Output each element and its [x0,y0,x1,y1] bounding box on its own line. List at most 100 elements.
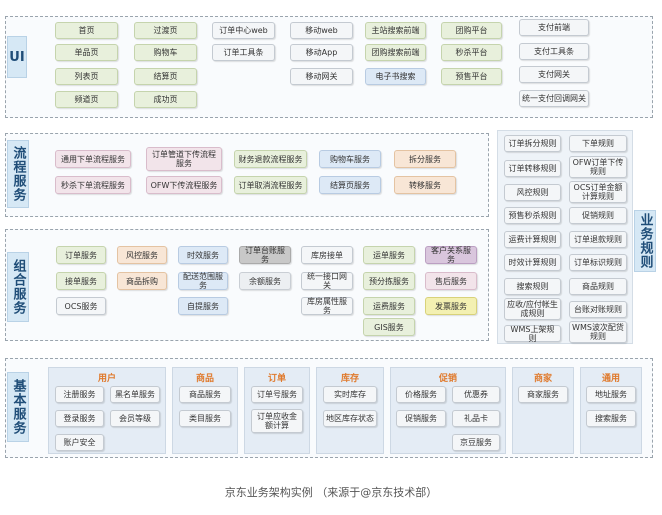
rule-ofw-pass: OFW订单下传规则 [569,156,627,178]
comp-crm: 客户关系服务 [425,246,477,264]
ui-checkout: 结算页 [134,68,197,85]
comp-product-buy: 商品拆购 [117,272,167,290]
rule-presale-flash: 预售秒杀规则 [504,207,561,224]
comp-delivery-range: 配送范围服务 [178,272,228,290]
basic-group-stock-title: 库存 [340,374,359,384]
proc-finance-refund: 财务退款流程服务 [234,150,307,168]
ui-ebook-search: 电子书搜索 [365,68,426,85]
proc-order-cancel: 订单取消流程服务 [234,176,307,194]
basic-order-receivable: 订单应收金额计算 [251,409,303,433]
ui-flash-sale: 秒杀平台 [441,44,502,61]
rule-ledger-reconcile: 台账对账规则 [569,301,627,318]
basic-account-security: 账户安全 [55,434,104,451]
rule-place-order: 下单规则 [569,135,627,152]
basic-jingdou: 京豆服务 [452,434,500,451]
basic-order-number: 订单号服务 [251,386,303,403]
ui-group-buy: 团购平台 [441,22,502,39]
ui-pay-toolbar: 支付工具条 [519,43,589,60]
basic-product-service: 商品服务 [179,386,231,403]
comp-unified-gateway: 统一接口网关 [301,272,353,290]
rule-order-flag: 订单标识规则 [569,254,627,271]
basic-login: 登录服务 [55,410,104,427]
basic-realtime-stock: 实时库存 [323,386,377,403]
proc-flash-order: 秒杀下单流程服务 [55,176,131,194]
basic-region-stock: 地区库存状态 [323,410,377,427]
comp-timeliness: 时效服务 [178,246,228,264]
basic-group-common-title: 通用 [601,374,620,384]
rule-order-transfer: 订单转移规则 [504,160,561,177]
ui-group-search: 团购搜索前端 [365,44,426,61]
proc-cart: 购物车服务 [319,150,381,168]
rule-product: 商品规则 [569,278,627,295]
ui-home: 首页 [55,22,118,39]
comp-order-ledger: 订单台账服务 [239,246,291,264]
basic-layer-label: 基本服务 [7,372,29,442]
basic-category-service: 类目服务 [179,410,231,427]
ui-layer-label: UI [7,36,27,78]
ui-order-toolbar: 订单工具条 [212,44,275,61]
proc-split: 拆分服务 [394,150,456,168]
ui-channel-page: 频道页 [55,91,118,108]
ui-order-center-web: 订单中心web [212,22,275,39]
rule-wms-shelving: WMS上架规则 [504,325,561,343]
ui-transition-page: 过渡页 [134,22,197,39]
comp-balance: 余额服务 [239,272,291,290]
ui-mobile-gateway: 移动网关 [290,68,353,85]
basic-merchant-service: 商家服务 [518,386,568,403]
basic-coupon: 优惠券 [452,386,500,403]
basic-address: 地址服务 [586,386,636,403]
basic-group-merchant-title: 商家 [533,374,552,384]
ui-list-page: 列表页 [55,68,118,85]
comp-gis: GIS服务 [363,318,415,336]
rule-risk: 风控规则 [504,184,561,201]
basic-register: 注册服务 [55,386,104,403]
comp-pre-sort: 预分拣服务 [363,272,415,290]
comp-ocs: OCS服务 [56,297,106,315]
ui-pay-gateway: 支付网关 [519,66,589,83]
comp-order: 订单服务 [56,246,106,264]
basic-group-product-title: 商品 [195,374,214,384]
proc-checkout: 结算页服务 [319,176,381,194]
comp-waybill: 运单服务 [363,246,415,264]
rule-promotion: 促销规则 [569,207,627,224]
proc-order-pipeline: 订单管道下传流程服务 [146,147,222,171]
comp-self-pickup: 自提服务 [178,297,228,315]
proc-ofw-pass: OFW下传流程服务 [146,176,222,194]
basic-member-level: 会员等级 [110,410,160,427]
comp-warehouse-attr: 库房属性服务 [301,297,353,315]
basic-group-user-title: 用户 [97,374,116,384]
basic-group-merchant: 商家 [512,367,574,454]
basic-search: 搜索服务 [586,410,636,427]
ui-presale: 预售平台 [441,68,502,85]
basic-gift-card: 礼品卡 [452,410,500,427]
comp-warehouse-receive: 库房接单 [301,246,353,264]
comp-receive-order: 接单服务 [56,272,106,290]
rule-timeliness-calc: 时效计算规则 [504,254,561,271]
comp-after-sale: 售后服务 [425,272,477,290]
rule-receivable-payable: 应收/应付帐生成规则 [504,298,561,320]
comp-risk: 风控服务 [117,246,167,264]
process-layer-label: 流程服务 [7,140,29,208]
process-layer [5,133,489,217]
ui-success: 成功页 [134,91,197,108]
rule-order-refund: 订单退款规则 [569,231,627,248]
comp-invoice: 发票服务 [425,297,477,315]
rule-freight-calc: 运费计算规则 [504,231,561,248]
business-rules-label: 业务规则 [634,210,656,272]
ui-main-search: 主站搜索前端 [365,22,426,39]
proc-transfer: 转移服务 [394,176,456,194]
basic-promo-service: 促销服务 [396,410,446,427]
rule-ocs-amount: OCS订单金额计算规则 [569,181,627,203]
ui-pay-frontend: 支付前端 [519,19,589,36]
basic-price: 价格服务 [396,386,446,403]
rule-order-split: 订单拆分规则 [504,135,561,152]
rule-wms-wave: WMS波次配货规则 [569,321,627,343]
basic-group-order-title: 订单 [267,374,286,384]
ui-mobile-app: 移动App [290,44,353,61]
ui-item-page: 单品页 [55,44,118,61]
ui-mobile-web: 移动web [290,22,353,39]
rule-search: 搜索规则 [504,278,561,295]
basic-group-promo-title: 促销 [438,374,457,384]
ui-cart: 购物车 [134,44,197,61]
proc-general-order: 通用下单流程服务 [55,150,131,168]
